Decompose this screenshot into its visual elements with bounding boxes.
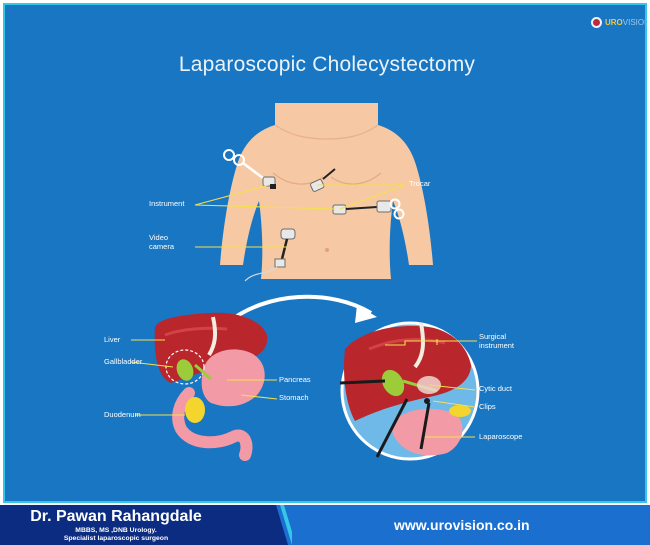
label-liver: Liver (104, 335, 121, 344)
right-instrument (332, 198, 405, 220)
page-title: Laparoscopic Cholecystectomy (178, 53, 476, 76)
top-left-instrument (223, 149, 276, 189)
diagram-panel: Laparoscopic Cholecystectomy UROVISION (3, 3, 647, 503)
doctor-name: Dr. Pawan Rahangdale (30, 508, 202, 525)
doctor-credentials: MBBS, MS ,DNB Urology.Specialist laparos… (63, 527, 169, 542)
zoom-arrow (225, 294, 377, 325)
logo-text: UROVISION (605, 18, 645, 27)
top-leader-lines (194, 184, 406, 248)
torso-illustration (220, 103, 433, 279)
label-laparoscope: Laparoscope (479, 432, 523, 441)
anatomy-illustration (130, 103, 480, 461)
logo-mark-icon (591, 17, 602, 28)
label-clips: Clips (479, 402, 496, 411)
doctor-panel: Dr. Pawan Rahangdale MBBS, MS ,DNB Urolo… (0, 505, 288, 545)
label-pancreas: Pancreas (279, 375, 311, 384)
zoom-circle (339, 321, 480, 461)
website-link[interactable]: www.urovision.co.in (394, 517, 530, 533)
label-cystic-duct: Cytic duct (479, 384, 512, 393)
abdominal-organs (154, 312, 268, 461)
label-gallbladder: Gallbladder (104, 357, 143, 366)
label-stomach: Stomach (279, 393, 309, 402)
label-trocar: Trocar (409, 179, 431, 188)
label-duodenum: Duodenum (104, 410, 141, 419)
organ-leader-lines (130, 339, 477, 438)
footer-bar: Dr. Pawan Rahangdale MBBS, MS ,DNB Urolo… (0, 505, 650, 545)
label-instrument: Instrument (149, 199, 185, 208)
video-camera-port (244, 228, 296, 282)
urovision-logo: UROVISION (591, 17, 645, 28)
